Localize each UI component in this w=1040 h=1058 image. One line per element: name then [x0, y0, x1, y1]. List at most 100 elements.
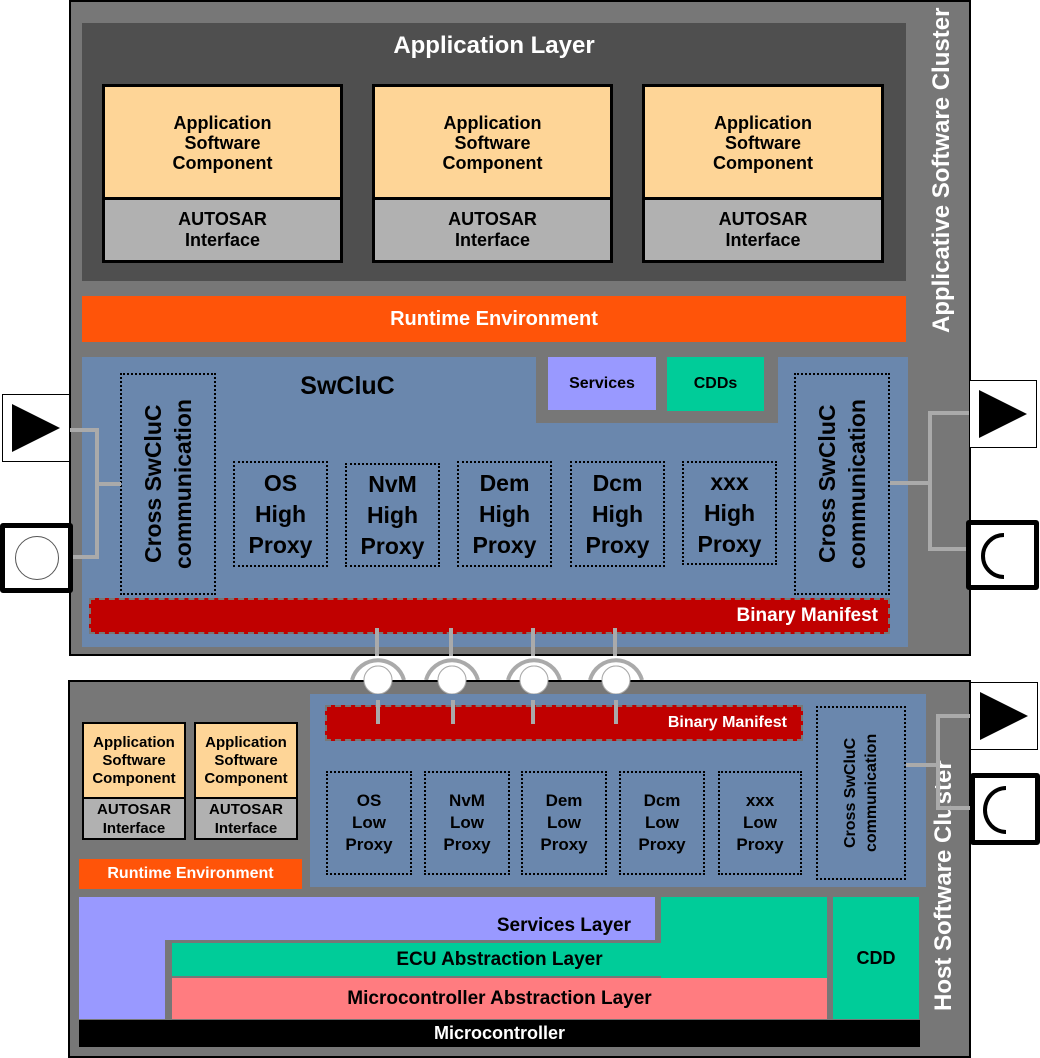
proxy-suffix: Proxy [345, 835, 393, 854]
application-software-component[interactable]: Application Software Component [642, 84, 884, 198]
connector-wire [95, 482, 121, 486]
applicative-cluster-title: Applicative Software Cluster [928, 8, 955, 334]
proxy-name: xxx [710, 468, 749, 495]
required-port-socket-icon [983, 786, 1006, 834]
application-software-component[interactable]: Application Software Component [102, 84, 343, 198]
provided-port-triangle-icon [980, 692, 1028, 740]
connector-wire [928, 411, 932, 551]
proxy-kind: High [366, 501, 419, 528]
receiver-port-left[interactable] [0, 523, 73, 593]
binary-manifest-label: Binary Manifest [667, 714, 787, 731]
application-layer-title: Application Layer [393, 32, 595, 59]
autosar-interface[interactable]: AUTOSAR Interface [82, 797, 186, 840]
proxy-suffix: Proxy [736, 835, 784, 854]
proxy-suffix: Proxy [638, 835, 686, 854]
connector-wire [614, 700, 618, 724]
proxy-kind: High [591, 500, 644, 527]
proxy-suffix: Proxy [585, 531, 650, 558]
receiver-port-right[interactable] [966, 520, 1039, 590]
proxy-os-low[interactable]: OS Low Proxy [326, 771, 412, 875]
proxy-kind: Low [547, 813, 581, 832]
cross-swcluc-communication-right[interactable]: Cross SwCluC communication [794, 373, 890, 595]
connector-wire [928, 547, 970, 551]
proxy-kind: High [703, 499, 756, 526]
connector-wire [936, 714, 970, 718]
binary-manifest-label: Binary Manifest [736, 605, 878, 626]
connector-wire [69, 555, 99, 559]
proxy-os-high[interactable]: OS High Proxy [233, 461, 328, 567]
connector-wire [451, 700, 455, 724]
sender-port-left[interactable] [2, 394, 70, 462]
services-box[interactable]: Services [548, 357, 656, 410]
autosar-interface[interactable]: AUTOSAR Interface [194, 797, 298, 840]
proxy-name: NvM [368, 470, 417, 497]
autosar-interface[interactable]: AUTOSAR Interface [102, 197, 343, 263]
cdds-box[interactable]: CDDs [667, 357, 764, 411]
microcontroller-abstraction-layer[interactable]: Microcontroller Abstraction Layer [172, 978, 827, 1019]
services-layer[interactable]: Services Layer [496, 915, 631, 936]
proxy-suffix: Proxy [443, 835, 491, 854]
sender-port-right[interactable] [969, 380, 1037, 448]
proxy-dcm-high[interactable]: Dcm High Proxy [570, 461, 665, 567]
proxy-kind: High [478, 500, 531, 527]
cluster-connectors-upper [363, 665, 631, 695]
connector-wire [936, 806, 970, 810]
proxy-kind: Low [352, 813, 386, 832]
proxy-name: Dcm [643, 791, 681, 810]
connector-wire [95, 428, 99, 558]
proxy-suffix: Proxy [540, 835, 588, 854]
proxy-name: xxx [745, 791, 775, 810]
cross-swcluc-communication-left[interactable]: Cross SwCluC communication [120, 373, 216, 595]
proxy-dem-high[interactable]: Dem High Proxy [457, 461, 552, 567]
autosar-interface[interactable]: AUTOSAR Interface [372, 197, 613, 263]
proxy-kind: Low [645, 813, 679, 832]
proxy-xxx-high[interactable]: xxx High Proxy [682, 461, 777, 565]
swcluc-title: SwCluC [300, 371, 395, 400]
proxy-xxx-low[interactable]: xxx Low Proxy [718, 771, 802, 875]
cdd-box[interactable]: CDD [833, 897, 919, 1019]
proxy-kind: Low [743, 813, 777, 832]
proxy-name: OS [356, 791, 382, 810]
services-layer-rest [79, 897, 655, 940]
connector-wire [376, 700, 380, 724]
application-software-component[interactable]: Application Software Component [194, 722, 298, 798]
host-cluster-title: Host Software Cluster [930, 760, 957, 1011]
proxy-name: Dem [479, 469, 530, 496]
provided-port-triangle-icon [12, 404, 60, 452]
proxy-name: OS [263, 469, 298, 496]
connector-wire [890, 481, 932, 485]
connector-wire [69, 428, 99, 432]
sender-port-host[interactable] [970, 682, 1038, 750]
proxy-name: Dem [545, 791, 583, 810]
proxy-suffix: Proxy [697, 530, 762, 557]
application-software-component[interactable]: Application Software Component [372, 84, 613, 198]
runtime-environment[interactable]: Runtime Environment [82, 296, 906, 342]
proxy-kind: Low [450, 813, 484, 832]
proxy-suffix: Proxy [248, 531, 313, 558]
proxy-dem-low[interactable]: Dem Low Proxy [521, 771, 607, 875]
runtime-environment-host[interactable]: Runtime Environment [79, 859, 302, 889]
proxy-nvm-low[interactable]: NvM Low Proxy [424, 771, 510, 875]
binary-manifest[interactable]: Binary Manifest [89, 598, 890, 634]
connector-wire [906, 763, 940, 767]
cross-swcluc-communication-host[interactable]: Cross SwCluC communication [816, 706, 906, 880]
binary-manifest-host[interactable]: Binary Manifest [325, 705, 803, 741]
application-software-component[interactable]: Application Software Component [82, 722, 186, 798]
proxy-dcm-low[interactable]: Dcm Low Proxy [619, 771, 705, 875]
proxy-name: Dcm [592, 469, 643, 496]
ecu-abstraction-layer[interactable]: ECU Abstraction Layer [172, 943, 827, 976]
required-port-circle-icon [14, 536, 59, 580]
microcontroller[interactable]: Microcontroller [79, 1020, 920, 1047]
connector-wire [531, 700, 535, 724]
connector-wire [928, 411, 970, 415]
proxy-suffix: Proxy [472, 531, 537, 558]
provided-port-triangle-icon [979, 390, 1027, 438]
services-layer-cut [655, 897, 661, 943]
receiver-port-host[interactable] [970, 773, 1040, 845]
services-layer-leg [79, 897, 165, 1019]
proxy-nvm-high[interactable]: NvM High Proxy [345, 463, 440, 567]
proxy-kind: High [254, 500, 307, 527]
required-port-socket-icon [981, 533, 1004, 579]
proxy-name: NvM [449, 791, 485, 810]
autosar-interface[interactable]: AUTOSAR Interface [642, 197, 884, 263]
